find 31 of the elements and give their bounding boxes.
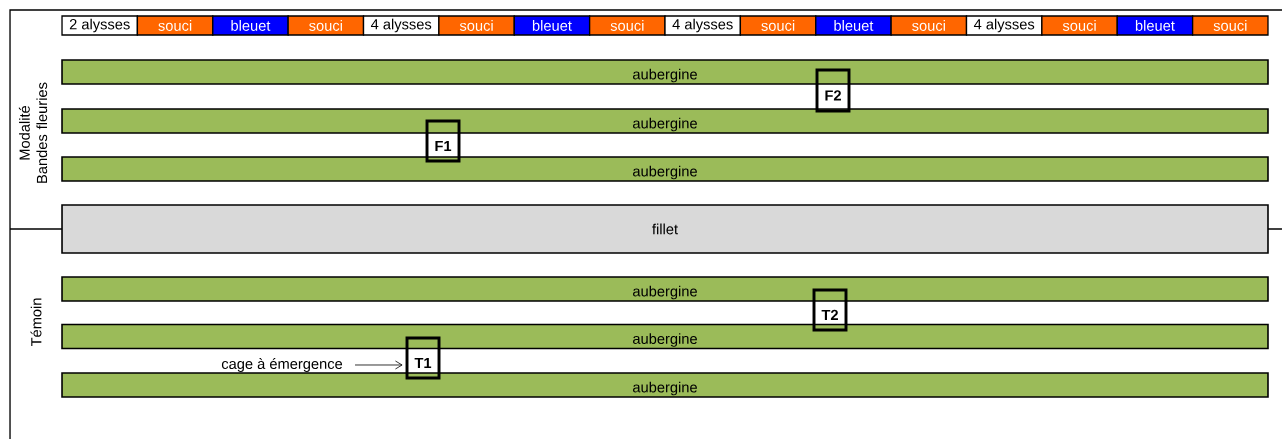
emergence-cage: T1 xyxy=(405,336,441,380)
flower-strip-cell: souci xyxy=(890,15,968,36)
flower-strip-cell: bleuet xyxy=(815,15,892,36)
flower-strip-cell: souci xyxy=(588,15,666,36)
flower-strip-cell: 4 alysses xyxy=(965,15,1043,36)
side-label: Modalité Bandes fleuries xyxy=(18,82,48,183)
side-label: Témoin xyxy=(30,298,42,347)
net-row: fillet xyxy=(61,204,1269,254)
flower-strip-cell: souci xyxy=(1041,15,1118,36)
flower-strip-cell: 4 alysses xyxy=(664,15,742,36)
aubergine-row: aubergine xyxy=(61,108,1269,134)
aubergine-row: aubergine xyxy=(61,156,1269,182)
flower-strip-cell: souci xyxy=(438,15,515,36)
aubergine-row: aubergine xyxy=(61,276,1269,302)
flower-strip-cell: bleuet xyxy=(212,15,289,36)
flower-strip-cell: souci xyxy=(739,15,817,36)
emergence-cage: F2 xyxy=(815,68,851,113)
flower-strip-cell: bleuet xyxy=(1116,15,1194,36)
aubergine-row: aubergine xyxy=(61,323,1269,350)
flower-strip-cell: 4 alysses xyxy=(362,15,440,36)
arrow xyxy=(354,360,403,370)
flower-strip-cell: bleuet xyxy=(513,15,591,36)
emergence-cage: F1 xyxy=(425,119,461,163)
caption-text: cage à émergence xyxy=(221,358,343,372)
aubergine-row: aubergine xyxy=(61,59,1269,85)
emergence-cage: T2 xyxy=(812,288,848,332)
flower-strip-cell: souci xyxy=(287,15,365,36)
aubergine-row: aubergine xyxy=(61,372,1269,398)
flower-strip-cell: 2 alysses xyxy=(61,15,139,36)
flower-strip-cell: souci xyxy=(1191,15,1269,36)
flower-strip-cell: souci xyxy=(136,15,214,36)
